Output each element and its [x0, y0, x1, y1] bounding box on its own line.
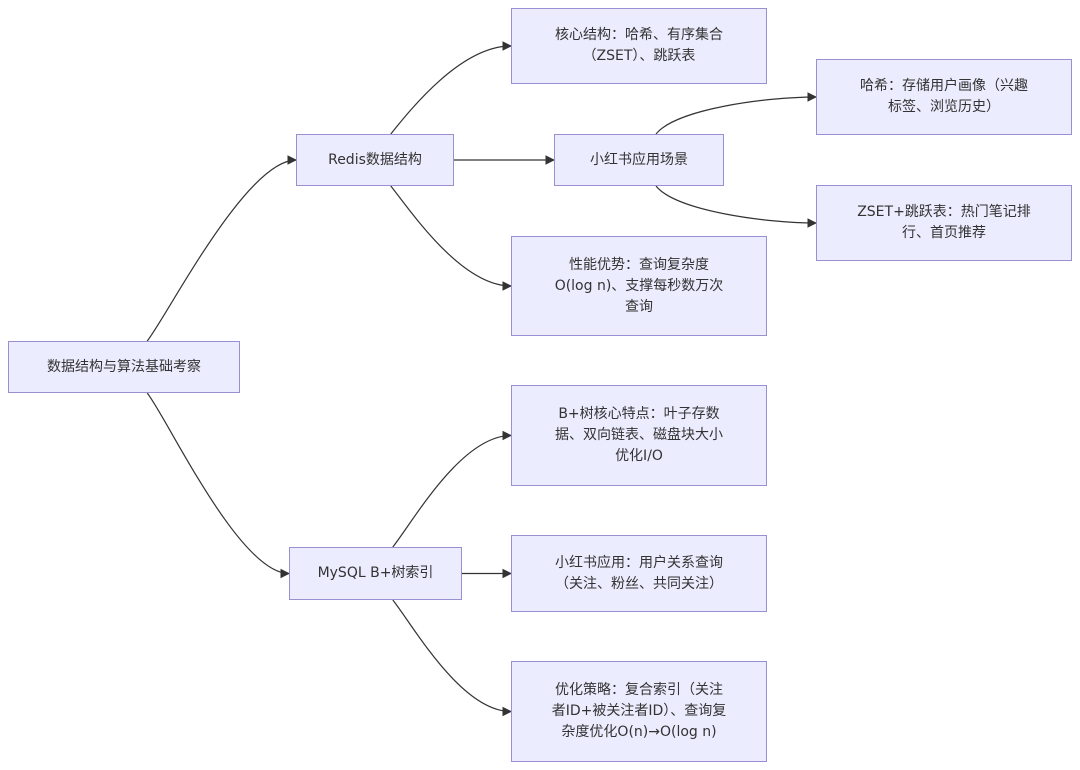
edge-mysql-to-mysql_opt — [392, 599, 512, 717]
bplus-core-node: B+树核心特点：叶子存数 据、双向链表、磁盘块大小 优化I/O — [511, 385, 767, 486]
redis-perf-node: 性能优势：查询复杂度 O(log n)、支撑每秒数万次 查询 — [511, 236, 767, 336]
hash-use-node-label: 哈希：存储用户画像（兴趣 标签、浏览历史） — [860, 78, 1028, 115]
redis-app-node: 小红书应用场景 — [554, 134, 724, 186]
redis-perf-node-label: 性能优势：查询复杂度 O(log n)、支撑每秒数万次 查询 — [554, 256, 724, 315]
redis-node-label: Redis数据结构 — [328, 151, 422, 168]
zset-use-node-label: ZSET+跳跃表：热门笔记排 行、首页推荐 — [857, 204, 1031, 241]
edge-redis_app-to-hash_use — [655, 92, 817, 135]
redis-app-node-label: 小红书应用场景 — [590, 151, 688, 168]
mysql-app-node-label: 小红书应用：用户关系查询 （关注、粉丝、共同关注） — [555, 554, 723, 592]
mysql-opt-node: 优化策略：复合索引（关注 者ID+被关注者ID）、查询复 杂度优化O(n)→O(… — [511, 661, 767, 762]
edge-redis_app-to-zset_use — [655, 185, 817, 228]
root-node: 数据结构与算法基础考察 — [8, 341, 240, 393]
redis-core-node: 核心结构：哈希、有序集合 （ZSET）、跳跃表 — [511, 8, 767, 84]
edge-root-to-mysql — [146, 392, 290, 579]
zset-use-node: ZSET+跳跃表：热门笔记排 行、首页推荐 — [816, 185, 1072, 261]
edge-mysql-to-bplus_core — [392, 430, 512, 548]
mysql-opt-node-label: 优化策略：复合索引（关注 者ID+被关注者ID）、查询复 杂度优化O(n)→O(… — [551, 682, 727, 740]
edge-redis-to-redis_core — [390, 41, 512, 135]
bplus-core-node-label: B+树核心特点：叶子存数 据、双向链表、磁盘块大小 优化I/O — [555, 406, 723, 464]
redis-node: Redis数据结构 — [296, 134, 454, 186]
edge-root-to-redis — [146, 155, 297, 342]
mysql-node-label: MySQL B+树索引 — [317, 565, 434, 581]
mysql-node: MySQL B+树索引 — [289, 547, 462, 600]
redis-core-node-label: 核心结构：哈希、有序集合 （ZSET）、跳跃表 — [555, 27, 723, 64]
edge-redis-to-redis_perf — [390, 185, 512, 291]
mysql-app-node: 小红书应用：用户关系查询 （关注、粉丝、共同关注） — [511, 535, 767, 612]
root-node-label: 数据结构与算法基础考察 — [47, 358, 201, 375]
hash-use-node: 哈希：存储用户画像（兴趣 标签、浏览历史） — [816, 59, 1072, 135]
